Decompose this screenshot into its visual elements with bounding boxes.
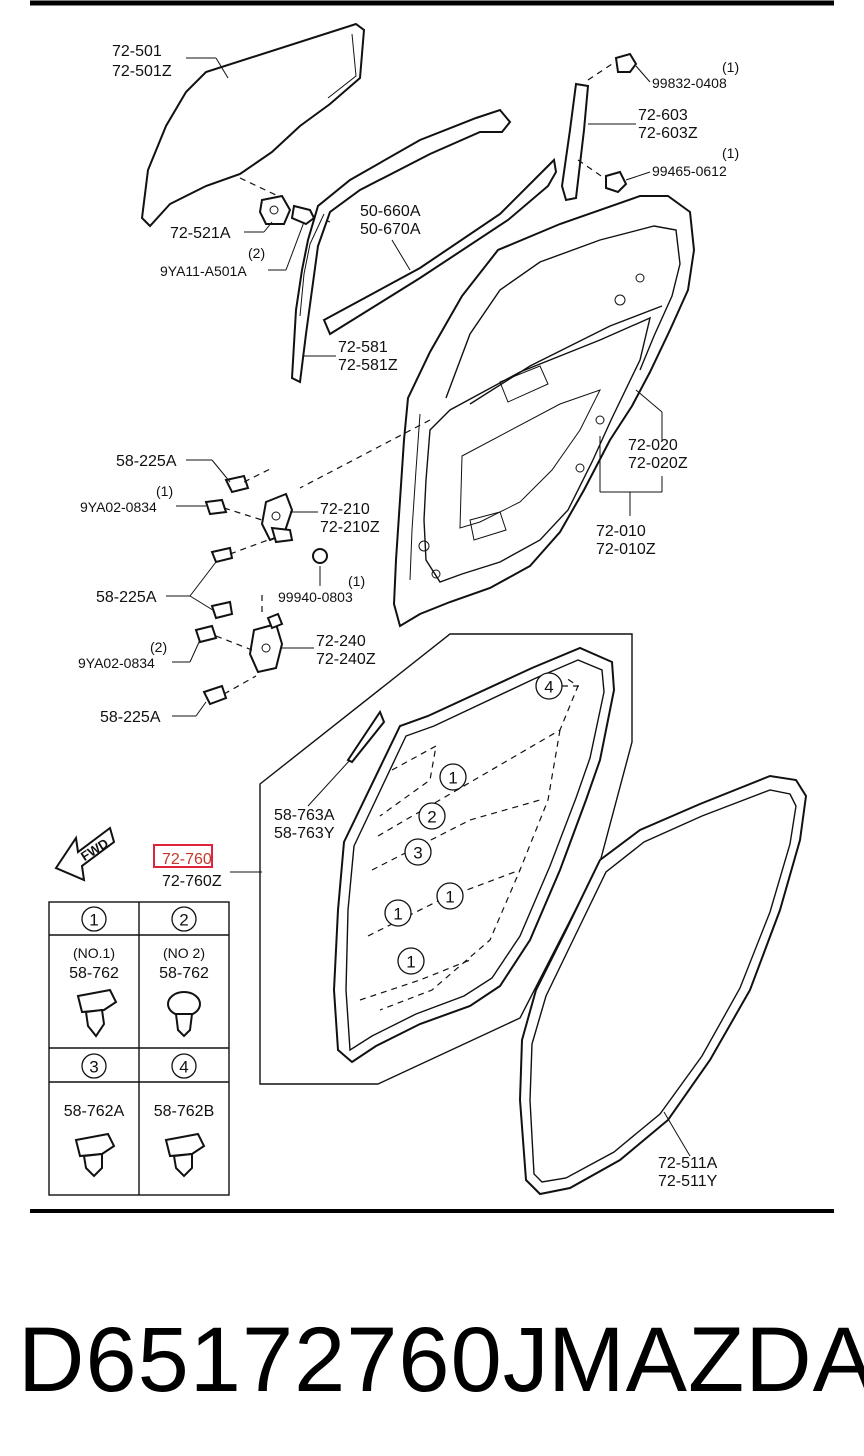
label-9ya02-0834-1: 9YA02-0834 bbox=[80, 499, 157, 515]
svg-text:2: 2 bbox=[179, 911, 188, 930]
label-72-760: 72-760 bbox=[162, 851, 212, 868]
run-channel-drawing bbox=[290, 108, 512, 384]
svg-text:58-762: 58-762 bbox=[159, 965, 209, 982]
svg-text:3: 3 bbox=[413, 844, 422, 863]
label-72-521a: 72-521A bbox=[170, 225, 231, 242]
svg-text:4: 4 bbox=[544, 678, 553, 697]
marker-1a: 1 bbox=[439, 763, 467, 791]
marker-3: 3 bbox=[404, 838, 432, 866]
svg-text:(NO 2): (NO 2) bbox=[163, 945, 205, 961]
label-72-511y: 72-511Y bbox=[658, 1173, 718, 1190]
svg-text:58-762A: 58-762A bbox=[64, 1103, 125, 1120]
legend-cell-1: 1 (NO.1) 58-762 bbox=[69, 906, 119, 1038]
clip-icon-3 bbox=[74, 1132, 116, 1178]
label-58-763y: 58-763Y bbox=[274, 825, 335, 842]
label-72-010: 72-010 bbox=[596, 523, 646, 540]
qty-9ya02-2: (2) bbox=[150, 639, 167, 655]
clip-icon-1 bbox=[76, 988, 118, 1038]
svg-text:3: 3 bbox=[89, 1058, 98, 1077]
svg-text:1: 1 bbox=[393, 905, 402, 924]
door-glass-drawing bbox=[140, 22, 366, 228]
label-72-603: 72-603 bbox=[638, 107, 688, 124]
label-72-603z: 72-603Z bbox=[638, 125, 698, 142]
label-50-670a: 50-670A bbox=[360, 221, 421, 238]
marker-1b: 1 bbox=[436, 882, 464, 910]
svg-text:58-762B: 58-762B bbox=[154, 1103, 215, 1120]
label-99940-0803: 99940-0803 bbox=[278, 589, 353, 605]
legend-cell-3: 3 58-762A bbox=[64, 1053, 125, 1178]
marker-2: 2 bbox=[418, 802, 446, 830]
label-72-210z: 72-210Z bbox=[320, 519, 380, 536]
label-72-501z: 72-501Z bbox=[112, 63, 172, 80]
door-panel-drawing bbox=[299, 195, 696, 628]
belt-weatherstrip-drawing bbox=[322, 157, 558, 336]
qty-9ya02-1: (1) bbox=[156, 483, 173, 499]
footer: D65172760J MAZDA bbox=[0, 1290, 864, 1430]
part-number: D65172760J bbox=[18, 1309, 550, 1411]
qty-99465: (1) bbox=[722, 145, 739, 161]
clip-icon-2 bbox=[167, 991, 201, 1038]
qty-99940: (1) bbox=[348, 573, 365, 589]
label-72-240z: 72-240Z bbox=[316, 651, 376, 668]
label-72-010z: 72-010Z bbox=[596, 541, 656, 558]
qty-99832: (1) bbox=[722, 59, 739, 75]
label-72-501: 72-501 bbox=[112, 43, 162, 60]
svg-text:(NO.1): (NO.1) bbox=[73, 945, 115, 961]
label-72-760z: 72-760Z bbox=[162, 873, 222, 890]
label-99832-0408: 99832-0408 bbox=[652, 75, 727, 91]
lower-hinge-drawing bbox=[194, 594, 284, 706]
label-72-240: 72-240 bbox=[316, 633, 366, 650]
label-72-581: 72-581 bbox=[338, 339, 388, 356]
label-50-660a: 50-660A bbox=[360, 203, 421, 220]
label-9ya02-0834-2: 9YA02-0834 bbox=[78, 655, 155, 671]
label-9ya11-a501a: 9YA11-A501A bbox=[160, 263, 247, 279]
label-72-020z: 72-020Z bbox=[628, 455, 688, 472]
svg-text:1: 1 bbox=[406, 953, 415, 972]
label-99465-0612: 99465-0612 bbox=[652, 163, 727, 179]
clip-icon-4 bbox=[164, 1132, 206, 1178]
legend-cell-4: 4 58-762B bbox=[154, 1053, 215, 1178]
door-sash-drawing bbox=[560, 52, 638, 202]
svg-text:58-762: 58-762 bbox=[69, 965, 119, 982]
legend-cell-2: 2 (NO 2) 58-762 bbox=[159, 906, 209, 1038]
svg-text:1: 1 bbox=[448, 769, 457, 788]
svg-text:1: 1 bbox=[89, 911, 98, 930]
glass-bracket-drawing bbox=[258, 194, 331, 226]
label-58-225a-1: 58-225A bbox=[116, 453, 177, 470]
marker-1c: 1 bbox=[384, 899, 412, 927]
marker-4: 4 bbox=[535, 672, 563, 700]
svg-text:2: 2 bbox=[427, 808, 436, 827]
label-58-763a: 58-763A bbox=[274, 807, 335, 824]
label-72-511a: 72-511A bbox=[658, 1155, 718, 1172]
label-58-225a-3: 58-225A bbox=[100, 709, 161, 726]
brand-name: MAZDA bbox=[548, 1309, 864, 1411]
label-72-020: 72-020 bbox=[628, 437, 678, 454]
highlight-box-72-760 bbox=[153, 844, 213, 868]
qty-9ya11: (2) bbox=[248, 245, 265, 261]
door-weatherstrip-drawing bbox=[518, 774, 808, 1196]
marker-1d: 1 bbox=[397, 947, 425, 975]
svg-text:1: 1 bbox=[445, 888, 454, 907]
fwd-arrow-icon: FWD bbox=[54, 826, 116, 882]
label-72-581z: 72-581Z bbox=[338, 357, 398, 374]
upper-hinge-drawing bbox=[204, 467, 328, 564]
label-58-225a-2: 58-225A bbox=[96, 589, 157, 606]
svg-text:4: 4 bbox=[179, 1058, 188, 1077]
label-72-210: 72-210 bbox=[320, 501, 370, 518]
